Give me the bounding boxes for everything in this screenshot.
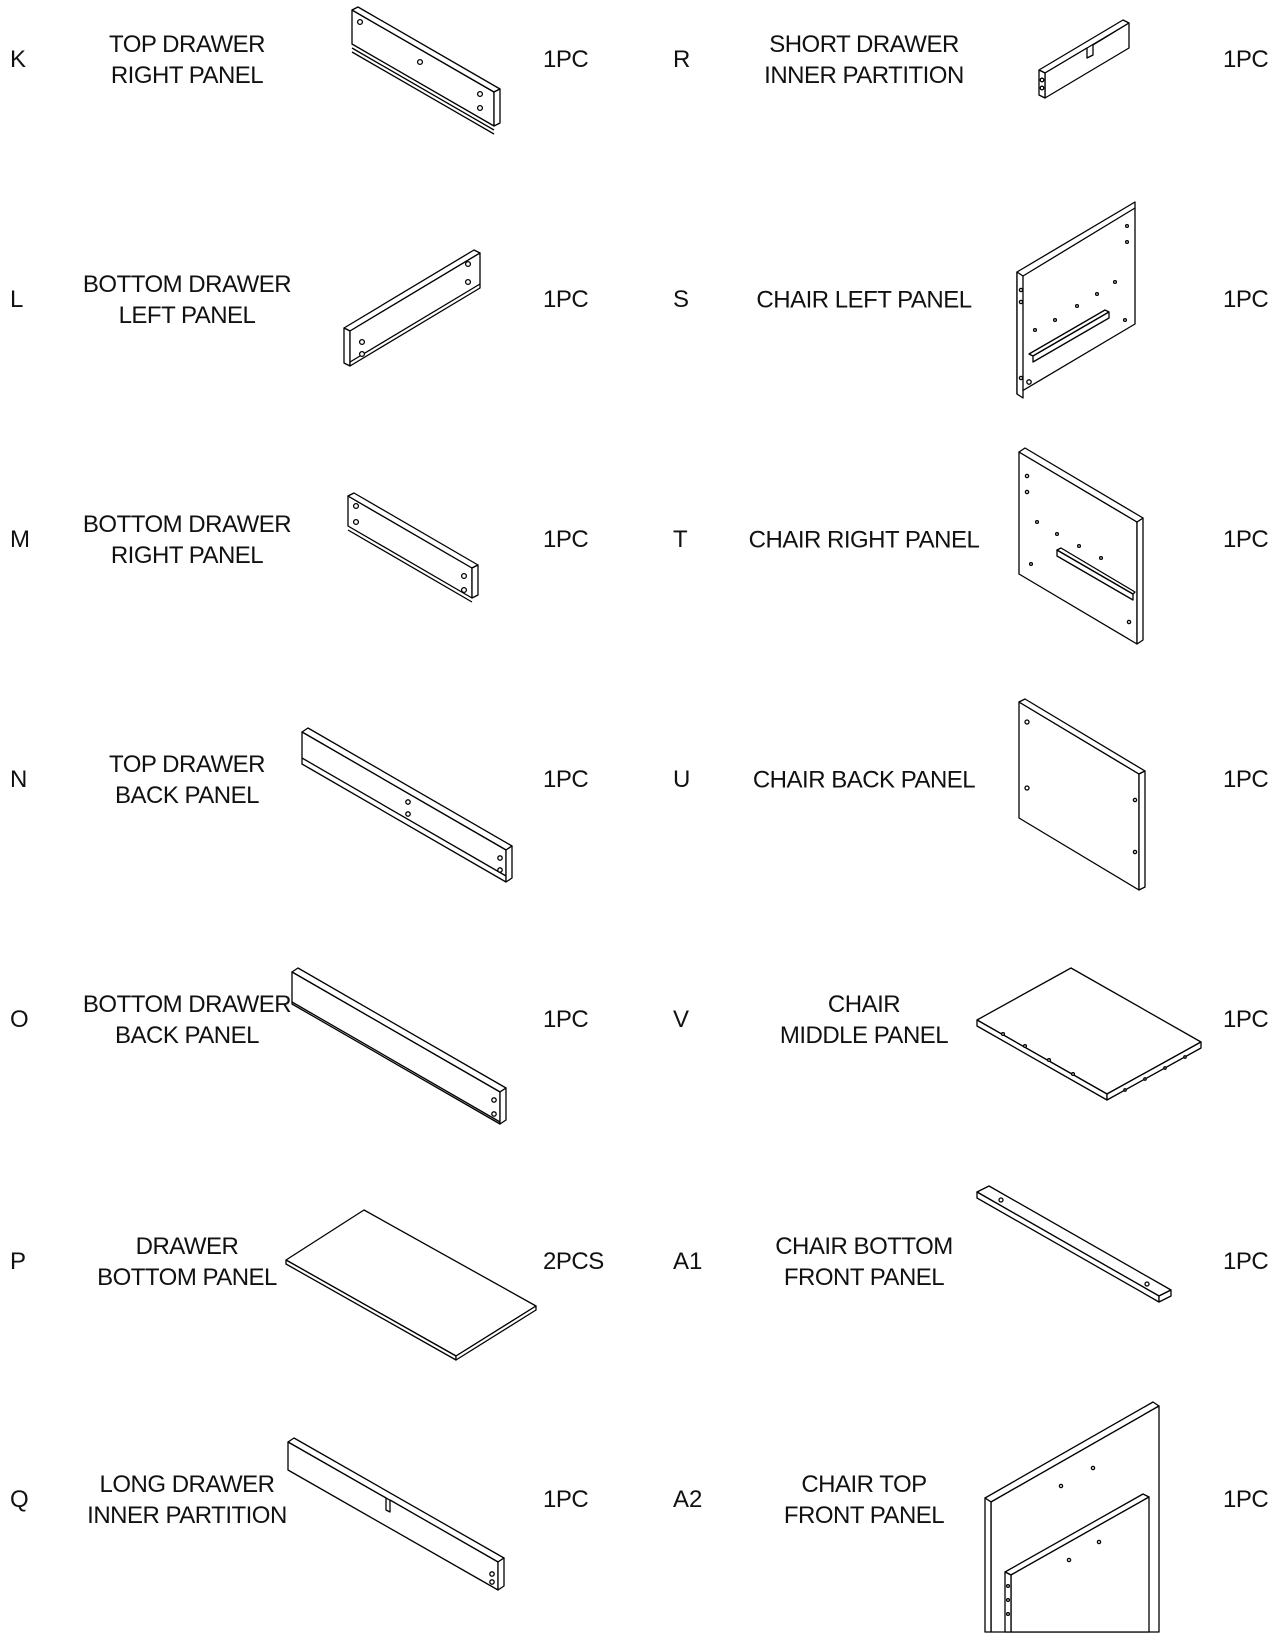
drawer-back-panel-icon (290, 970, 520, 1130)
part-row-v: V CHAIR MIDDLE PANEL 1PC (637, 970, 1275, 1170)
part-letter: R (673, 46, 691, 73)
part-quantity: 1PC (1223, 1248, 1269, 1275)
part-letter: L (10, 286, 24, 313)
drawer-side-panel-icon (346, 10, 506, 130)
part-quantity: 2PCS (543, 1248, 604, 1275)
part-letter: Q (10, 1486, 29, 1513)
part-name: CHAIR TOP FRONT PANEL (783, 1471, 945, 1529)
part-letter: T (673, 526, 688, 553)
chair-bottom-rail-icon (975, 1186, 1195, 1326)
part-name: LONG DRAWER INNER PARTITION (87, 1471, 287, 1529)
part-quantity: 1PC (1223, 526, 1269, 553)
part-row-n: N TOP DRAWER BACK PANEL 1PC (0, 730, 637, 930)
part-letter: M (10, 526, 30, 553)
part-quantity: 1PC (1223, 46, 1269, 73)
part-row-u: U CHAIR BACK PANEL 1PC (637, 730, 1275, 930)
part-row-k: K TOP DRAWER RIGHT PANEL 1PC (0, 10, 637, 210)
drawer-back-panel-icon (300, 730, 520, 890)
part-name: CHAIR BACK PANEL (752, 766, 976, 794)
drawer-bottom-board-icon (284, 1208, 544, 1358)
part-quantity: 1PC (1223, 766, 1269, 793)
chair-back-panel-icon (1017, 702, 1157, 892)
chair-middle-panel-icon (975, 966, 1205, 1106)
part-row-r: R SHORT DRAWER INNER PARTITION 1PC (637, 10, 1275, 210)
part-name: SHORT DRAWER INNER PARTITION (764, 31, 964, 89)
part-name: BOTTOM DRAWER RIGHT PANEL (82, 511, 292, 569)
part-row-m: M BOTTOM DRAWER RIGHT PANEL 1PC (0, 490, 637, 690)
part-row-a1: A1 CHAIR BOTTOM FRONT PANEL 1PC (637, 1212, 1275, 1412)
part-row-t: T CHAIR RIGHT PANEL 1PC (637, 490, 1275, 690)
part-letter: U (673, 766, 691, 793)
part-name: CHAIR RIGHT PANEL (748, 526, 980, 554)
long-partition-icon (286, 1438, 516, 1598)
part-quantity: 1PC (543, 526, 589, 553)
part-row-s: S CHAIR LEFT PANEL 1PC (637, 250, 1275, 450)
part-letter: S (673, 286, 690, 313)
part-letter: A1 (673, 1248, 703, 1275)
part-row-p: P DRAWER BOTTOM PANEL 2PCS (0, 1212, 637, 1412)
part-letter: N (10, 766, 28, 793)
part-name: BOTTOM DRAWER LEFT PANEL (82, 271, 292, 329)
part-name: CHAIR MIDDLE PANEL (779, 991, 949, 1049)
part-quantity: 1PC (543, 286, 589, 313)
part-letter: P (10, 1248, 27, 1275)
part-quantity: 1PC (1223, 1006, 1269, 1033)
part-name: CHAIR BOTTOM FRONT PANEL (775, 1233, 953, 1291)
part-quantity: 1PC (543, 766, 589, 793)
part-quantity: 1PC (1223, 286, 1269, 313)
drawer-side-panel-icon (346, 490, 506, 610)
chair-front-panel-icon (983, 1402, 1173, 1632)
part-row-a2: A2 CHAIR TOP FRONT PANEL 1PC (637, 1450, 1275, 1650)
part-letter: K (10, 46, 27, 73)
chair-side-panel-icon (1015, 202, 1155, 412)
part-quantity: 1PC (543, 46, 589, 73)
drawer-side-panel-icon (338, 250, 498, 370)
part-row-l: L BOTTOM DRAWER LEFT PANEL 1PC (0, 250, 637, 450)
part-row-o: O BOTTOM DRAWER BACK PANEL 1PC (0, 970, 637, 1170)
part-quantity: 1PC (543, 1006, 589, 1033)
part-name: CHAIR LEFT PANEL (756, 286, 972, 314)
part-name: TOP DRAWER RIGHT PANEL (109, 31, 265, 89)
part-name: TOP DRAWER BACK PANEL (109, 751, 265, 809)
part-quantity: 1PC (1223, 1486, 1269, 1513)
part-letter: O (10, 1006, 29, 1033)
short-partition-icon (1037, 18, 1147, 108)
part-quantity: 1PC (543, 1486, 589, 1513)
part-name: DRAWER BOTTOM PANEL (97, 1233, 277, 1291)
part-row-q: Q LONG DRAWER INNER PARTITION 1PC (0, 1450, 637, 1650)
chair-side-panel-icon (1017, 452, 1157, 662)
part-name: BOTTOM DRAWER BACK PANEL (82, 991, 292, 1049)
part-letter: A2 (673, 1486, 703, 1513)
part-letter: V (673, 1006, 690, 1033)
